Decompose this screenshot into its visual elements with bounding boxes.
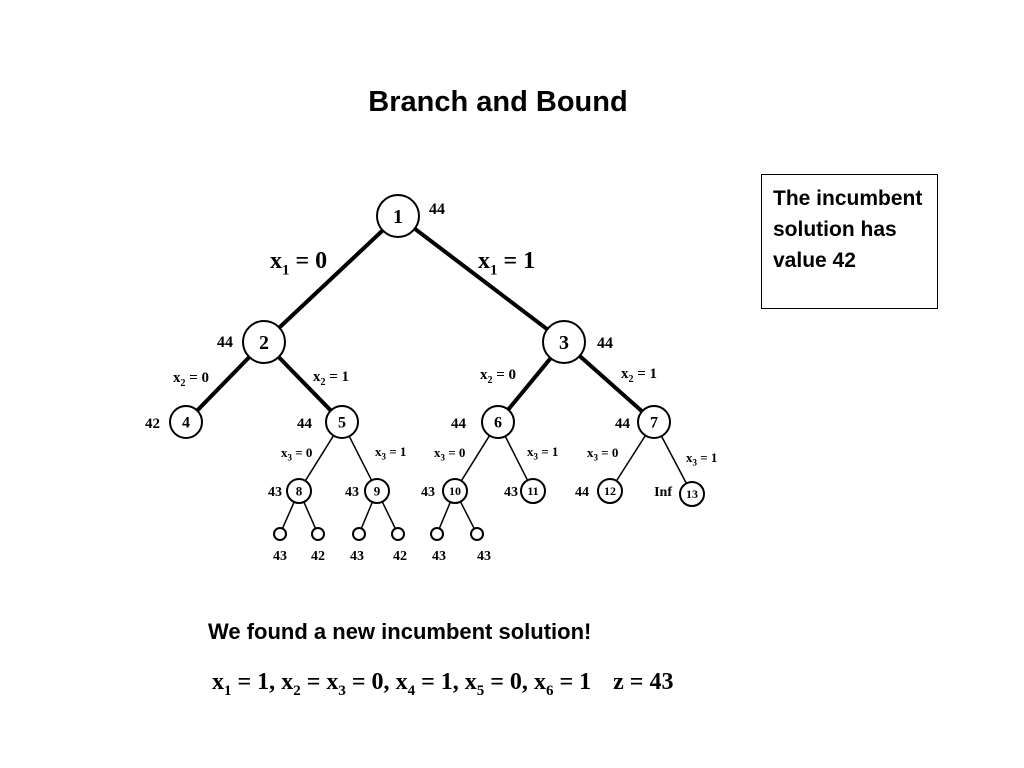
- tree-node-7: 7: [637, 405, 671, 439]
- branch-label-5-8: x3 = 0: [281, 445, 312, 463]
- node-value-7: 44: [615, 416, 631, 432]
- node-value-l9b: 42: [393, 549, 407, 564]
- tree-node-13: 13: [679, 481, 705, 507]
- tree-node-2: 2: [242, 320, 286, 364]
- tree-edge-8-l8a: [281, 501, 295, 529]
- tree-edge-1-3: [413, 227, 549, 331]
- tree-edge-5-8: [304, 435, 335, 482]
- node-value-13: Inf: [654, 485, 672, 500]
- tree-edge-2-5: [277, 355, 333, 412]
- tree-node-l10b: [470, 527, 484, 541]
- page-title: Branch and Bound: [368, 86, 628, 118]
- tree-edge-3-7: [578, 354, 644, 413]
- solution-formula: x1 = 1, x2 = x3 = 0, x4 = 1, x5 = 0, x6 …: [212, 669, 673, 699]
- branch-label-6-11: x3 = 1: [527, 444, 558, 462]
- branch-label-7-12: x3 = 0: [587, 445, 618, 463]
- node-label-1: 1: [393, 206, 403, 228]
- node-value-5: 44: [297, 416, 313, 432]
- tree-edge-10-l10a: [438, 501, 452, 529]
- tree-edge-1-2: [277, 228, 385, 330]
- node-value-l8a: 43: [273, 549, 287, 564]
- node-value-3: 44: [597, 335, 613, 352]
- node-value-12: 44: [575, 485, 589, 500]
- tree-node-l9a: [352, 527, 366, 541]
- node-value-4: 42: [145, 416, 160, 432]
- tree-edge-6-11: [504, 435, 529, 481]
- node-label-4: 4: [182, 415, 190, 432]
- node-value-l8b: 42: [311, 549, 325, 564]
- node-value-2: 44: [217, 334, 233, 351]
- node-value-10: 43: [421, 485, 435, 500]
- tree-edge-10-l10b: [459, 501, 475, 530]
- node-label-9: 9: [374, 484, 381, 499]
- branch-label-3-6: x2 = 0: [480, 367, 516, 386]
- tree-node-l10a: [430, 527, 444, 541]
- branch-label-6-10: x3 = 0: [434, 445, 465, 463]
- node-value-8: 43: [268, 485, 282, 500]
- tree-edge-2-4: [195, 355, 251, 412]
- objective-value: z = 43: [613, 669, 673, 695]
- branch-label-3-7: x2 = 1: [621, 366, 657, 385]
- node-value-11: 43: [504, 485, 518, 500]
- tree-node-5: 5: [325, 405, 359, 439]
- tree-edge-7-13: [660, 435, 688, 484]
- tree-node-9: 9: [364, 478, 390, 504]
- node-value-9: 43: [345, 485, 359, 500]
- tree-node-10: 10: [442, 478, 468, 504]
- tree-edge-5-9: [348, 435, 373, 481]
- node-label-6: 6: [494, 415, 502, 432]
- tree-node-1: 1: [376, 194, 420, 238]
- incumbent-note: The incumbent solution has value 42: [761, 174, 938, 309]
- tree-node-6: 6: [481, 405, 515, 439]
- tree-node-8: 8: [286, 478, 312, 504]
- node-label-3: 3: [559, 332, 569, 354]
- tree-edge-9-l9b: [381, 501, 397, 529]
- node-label-7: 7: [650, 415, 658, 432]
- node-label-11: 11: [527, 484, 538, 498]
- tree-edge-9-l9a: [360, 501, 374, 529]
- new-incumbent-message: We found a new incumbent solution!: [208, 619, 592, 644]
- branch-label-7-13: x3 = 1: [686, 450, 717, 468]
- node-label-10: 10: [449, 484, 461, 498]
- tree-node-l8a: [273, 527, 287, 541]
- node-label-12: 12: [604, 484, 616, 498]
- tree-edge-8-l8b: [303, 501, 317, 529]
- tree-edge-6-10: [460, 435, 491, 482]
- node-label-13: 13: [686, 487, 698, 501]
- tree-node-4: 4: [169, 405, 203, 439]
- tree-edge-7-12: [615, 435, 647, 482]
- node-value-l9a: 43: [350, 549, 364, 564]
- node-value-l10a: 43: [432, 549, 446, 564]
- branch-label-2-4: x2 = 0: [173, 370, 209, 389]
- node-label-5: 5: [338, 415, 346, 432]
- tree-node-12: 12: [597, 478, 623, 504]
- tree-node-11: 11: [520, 478, 546, 504]
- branch-label-2-5: x2 = 1: [313, 369, 349, 388]
- branch-label-1-2: x1 = 0: [270, 248, 327, 279]
- tree-node-3: 3: [542, 320, 586, 364]
- tree-edge-3-6: [506, 356, 553, 411]
- tree-node-l9b: [391, 527, 405, 541]
- branch-label-1-3: x1 = 1: [478, 248, 535, 279]
- node-value-6: 44: [451, 416, 467, 432]
- node-value-1: 44: [429, 201, 445, 218]
- node-label-8: 8: [296, 484, 303, 499]
- tree-node-l8b: [311, 527, 325, 541]
- branch-label-5-9: x3 = 1: [375, 444, 406, 462]
- node-label-2: 2: [259, 332, 269, 354]
- node-value-l10b: 43: [477, 549, 491, 564]
